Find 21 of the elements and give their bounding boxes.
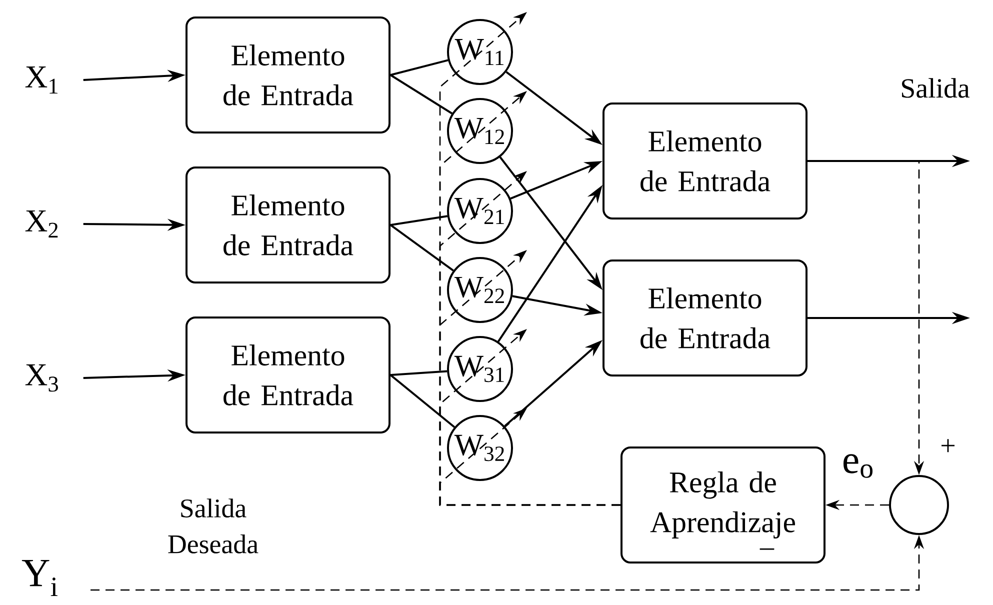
process-box: Elemento de Entrada — [602, 102, 808, 220]
input-symbol: X$_{3}$ — [25, 364, 58, 392]
connector-line — [390, 74, 453, 114]
connector-line — [390, 374, 456, 428]
sign-label: + — [942, 439, 954, 452]
error-label: e$_{o}$ — [844, 454, 873, 478]
sign-label: _ — [760, 548, 774, 550]
connector-line — [390, 59, 448, 76]
connector-line — [390, 224, 454, 272]
output-label: Salida — [902, 78, 970, 98]
process-box: Elemento de Entrada — [186, 16, 390, 134]
desired-output-label: Salida Deseada — [168, 498, 258, 554]
input-symbol: X$_{1}$ — [25, 66, 58, 94]
process-box: Elemento de Entrada — [186, 316, 390, 434]
process-box: Elemento de Entrada — [186, 166, 390, 284]
summing-junction — [889, 475, 949, 535]
desired-output-symbol: Y$_{i}$ — [22, 560, 58, 596]
input-symbol: X$_{2}$ — [25, 210, 58, 238]
connector-line — [390, 370, 448, 376]
process-box: Elemento de Entrada — [602, 260, 808, 376]
connector-line — [390, 215, 448, 226]
